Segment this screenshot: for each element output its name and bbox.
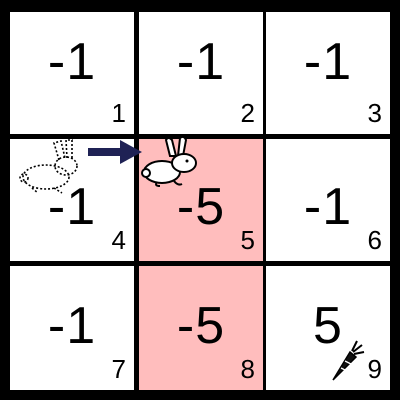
grid-cell-8[interactable]: -5 8 xyxy=(139,266,263,390)
grid-cell-3[interactable]: -1 3 xyxy=(266,12,390,134)
cell-index: 4 xyxy=(111,225,126,255)
cell-index: 6 xyxy=(367,225,382,255)
cell-index: 9 xyxy=(367,354,382,384)
grid-cell-5[interactable]: -5 5 xyxy=(139,139,263,261)
cell-reward: -1 xyxy=(176,33,226,91)
cell-index: 3 xyxy=(367,98,382,128)
grid-cell-4[interactable]: -1 4 xyxy=(10,139,134,261)
cell-index: 2 xyxy=(240,98,255,128)
cell-index: 1 xyxy=(111,98,126,128)
grid-cell-7[interactable]: -1 7 xyxy=(10,266,134,390)
grid-cell-6[interactable]: -1 6 xyxy=(266,139,390,261)
cell-reward: -5 xyxy=(176,178,226,236)
cell-reward: 5 xyxy=(313,297,343,355)
cell-index: 8 xyxy=(240,354,255,384)
cell-index: 5 xyxy=(240,225,255,255)
cell-reward: -1 xyxy=(47,33,97,91)
cell-reward: -1 xyxy=(47,297,97,355)
cell-reward: -1 xyxy=(303,33,353,91)
cell-reward: -5 xyxy=(176,297,226,355)
grid-cell-9[interactable]: 5 9 xyxy=(266,266,390,390)
grid-cell-2[interactable]: -1 2 xyxy=(139,12,263,134)
cell-reward: -1 xyxy=(303,178,353,236)
grid-cell-1[interactable]: -1 1 xyxy=(10,12,134,134)
cell-index: 7 xyxy=(111,354,126,384)
